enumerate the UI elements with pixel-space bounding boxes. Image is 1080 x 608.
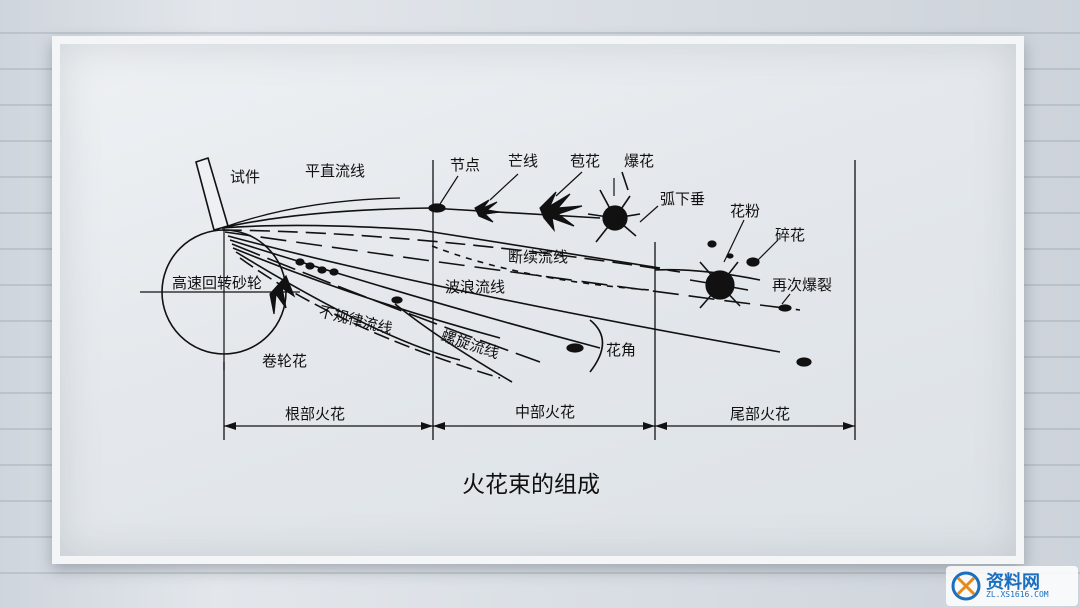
zone-middle-label: 中部火花 [515, 403, 575, 421]
label-broken-flower: 碎花 [775, 226, 805, 244]
watermark-logo-icon [951, 571, 981, 601]
label-node: 节点 [450, 156, 480, 174]
workpiece-bar [195, 156, 229, 231]
diagram-caption: 火花束的组成 [462, 472, 600, 498]
label-wave-streamline: 波浪流线 [445, 278, 505, 296]
label-workpiece: 试件 [230, 168, 260, 186]
label-arc-droop: 弧下垂 [660, 190, 705, 208]
awn-line-spark [474, 199, 500, 223]
node-mark [428, 203, 446, 213]
label-flower-powder: 花粉 [730, 202, 760, 220]
label-spark-angle: 花角 [606, 341, 636, 359]
label-bud-flower: 苞花 [570, 152, 600, 170]
curl-flower-spark [269, 274, 296, 315]
label-curl-flower: 卷轮花 [262, 352, 307, 370]
watermark-url: ZL.XS1616.COM [986, 590, 1049, 599]
label-rebursting: 再次爆裂 [772, 276, 832, 294]
whiteboard-frame [52, 36, 1024, 564]
bud-flower-spark [539, 191, 583, 233]
label-grinding-wheel: 高速回转砂轮 [172, 274, 262, 292]
label-burst-flower: 爆花 [624, 152, 654, 170]
watermark-badge: 资料网 ZL.XS1616.COM [946, 566, 1078, 606]
watermark-text: 资料网 [986, 572, 1040, 593]
zone-root-label: 根部火花 [285, 405, 345, 423]
label-intermittent-streamline: 断续流线 [508, 248, 568, 266]
label-irregular-streamline: 不规律流线 [317, 302, 394, 338]
label-straight-streamline: 平直流线 [305, 162, 365, 180]
label-awn-line: 芒线 [508, 152, 538, 170]
zone-tail-label: 尾部火花 [730, 405, 790, 423]
